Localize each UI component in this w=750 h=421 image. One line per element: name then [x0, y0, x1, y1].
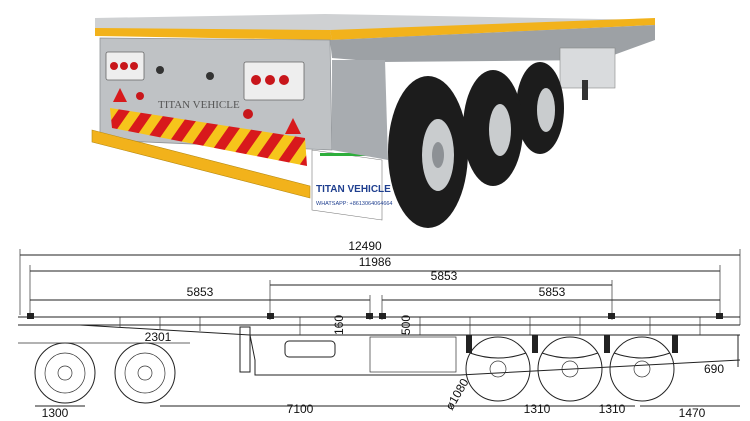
rear-bolt-right [206, 72, 214, 80]
brand-plate: TITAN VEHICLE [158, 99, 240, 111]
trailer-photo: TITAN VEHICLE TITAN VEHICLE WHATSAPP: +8… [91, 14, 655, 228]
landing-gear [239, 326, 251, 373]
hub-center [432, 142, 444, 168]
dim-wheel-diameter: ø1080 [442, 376, 471, 413]
hub-rear [537, 88, 555, 132]
trailer-axles [465, 335, 678, 402]
dim-axle-spacing-1: 1310 [524, 402, 551, 416]
trailer-outline [18, 313, 741, 376]
deck-yellow-edge-rear [95, 28, 332, 40]
dim-front-overhang: 1300 [42, 406, 69, 420]
side-panel-title: TITAN VEHICLE [316, 184, 391, 195]
reflective-stripe-panel [110, 108, 307, 166]
dim-overall-length: 12490 [348, 239, 382, 253]
technical-drawing: 12490 11986 5853 5853 5853 2301 1300 710… [18, 239, 741, 420]
main-beam-bottom [249, 334, 741, 376]
dim-kingpin-to-axle: 7100 [287, 402, 314, 416]
dim-twistlock-left: 5853 [187, 285, 214, 299]
deck-yellow-edge-side [330, 18, 655, 40]
rear-lamps [110, 62, 289, 119]
warning-triangle-left [113, 88, 127, 102]
rear-bolt-left [156, 66, 164, 74]
side-panel-green-strip [320, 153, 378, 156]
side-panel-contact: WHATSAPP: +8613064064664 [316, 201, 393, 207]
landing-leg [582, 80, 588, 100]
side-info-panel [311, 149, 383, 221]
dim-deck-height: 690 [704, 362, 724, 376]
side-guard [332, 60, 388, 160]
dim-deck-length: 11986 [359, 255, 392, 269]
dim-axle-spacing-2: 1310 [599, 402, 626, 416]
dim-twistlock-right: 5853 [539, 285, 566, 299]
air-tank [284, 340, 336, 358]
dim-rear-overhang: 1470 [679, 406, 706, 420]
rear-bumper [91, 129, 311, 199]
dim-twistlock-mid: 5853 [431, 269, 458, 283]
dimension-lines [19, 249, 741, 407]
warning-triangle-right [285, 118, 301, 134]
hub-middle [489, 104, 511, 156]
tractor-wheels [18, 342, 190, 404]
tool-box-drawing [369, 336, 457, 373]
tire-group [388, 62, 564, 228]
dim-tractor-axle: 2301 [145, 330, 172, 344]
